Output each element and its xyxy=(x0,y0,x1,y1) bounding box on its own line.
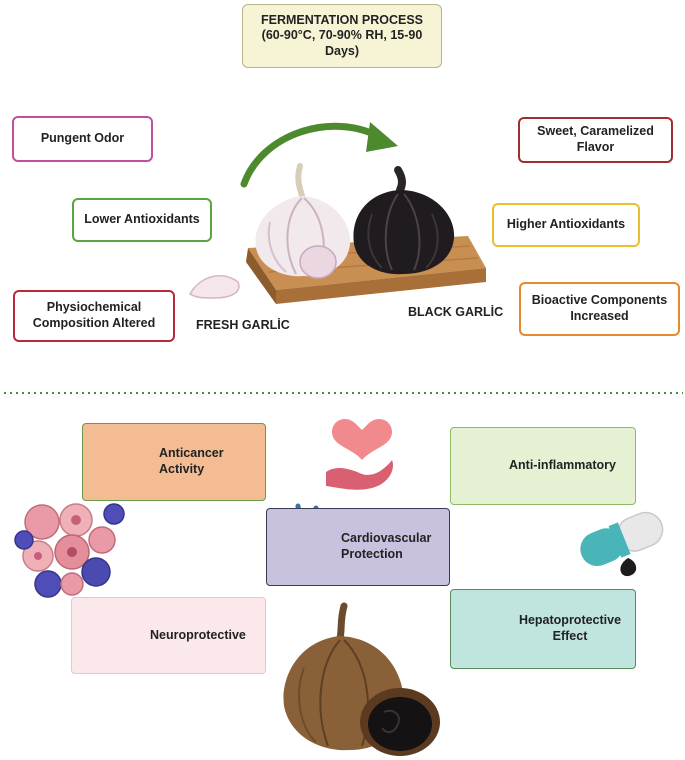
header-line-2: (60-90°C, 70-90% RH, 15-90 xyxy=(261,28,423,43)
hepatoprotective-box: Hepatoprotective Effect xyxy=(450,589,636,669)
black-garlic-bulb-icon xyxy=(353,166,455,275)
physiochemical-box: Physiochemical Composition Altered xyxy=(13,290,175,342)
sweet-caramelized-box: Sweet, Caramelized Flavor xyxy=(518,117,673,163)
fresh-garlic-label: FRESH GARLİC xyxy=(196,318,290,332)
black-garlic-clove-icon xyxy=(360,688,440,756)
header-line-3: Days) xyxy=(324,43,360,58)
lower-antioxidants-box: Lower Antioxidants xyxy=(72,198,212,242)
header-line-1: FERMENTATION PROCESS xyxy=(260,12,424,27)
neuroprotective-box: Neuroprotective xyxy=(71,597,266,674)
bioactive-components-box: Bioactive Components Increased xyxy=(519,282,680,336)
anti-inflammatory-box: Anti-inflammatory xyxy=(450,427,636,505)
fermentation-process-header: FERMENTATION PROCESS (60-90°C, 70-90% RH… xyxy=(242,4,442,68)
garlic-clove-icon xyxy=(189,275,240,299)
fermentation-arrow xyxy=(240,122,398,188)
pungent-odor-box: Pungent Odor xyxy=(12,116,153,162)
heart-in-hand-icon xyxy=(326,418,394,490)
cancer-cell-cluster-icon xyxy=(14,503,125,598)
capsule-pill-icon xyxy=(580,511,664,577)
anticancer-activity-box: Anticancer Activity xyxy=(82,423,266,501)
black-garlic-label: BLACK GARLİC xyxy=(408,305,504,319)
fresh-garlic-bulb-icon xyxy=(255,163,351,279)
cardiovascular-protection-box: Cardiovascular Protection xyxy=(266,508,450,586)
higher-antioxidants-box: Higher Antioxidants xyxy=(492,203,640,247)
